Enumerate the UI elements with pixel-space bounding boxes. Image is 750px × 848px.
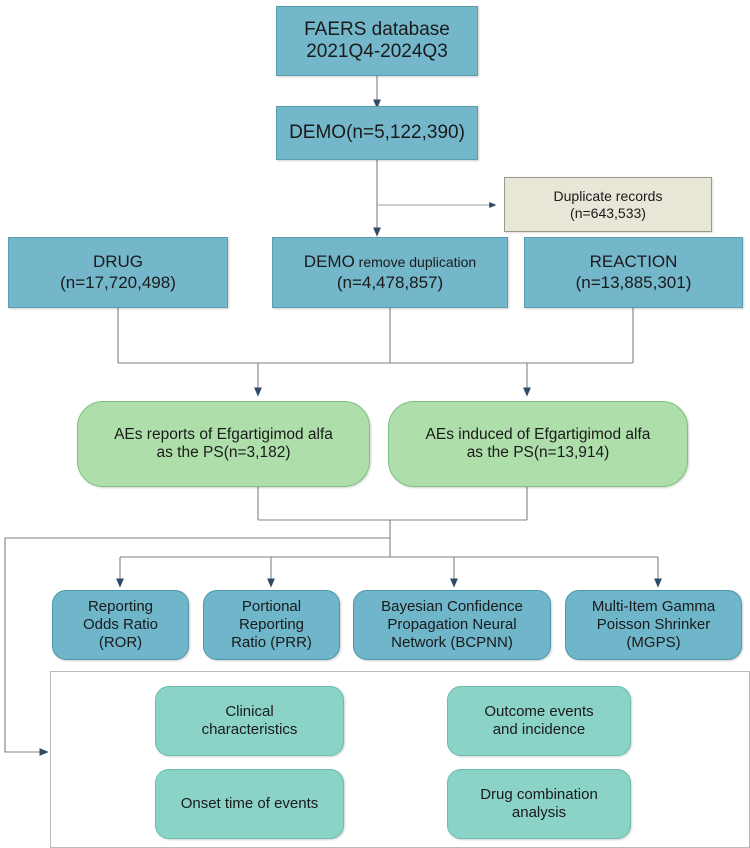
node-drug-label: DRUG (n=17,720,498) <box>9 252 227 292</box>
prr-line3: Ratio (PRR) <box>231 633 312 651</box>
ror-line2: Odds Ratio <box>82 616 159 634</box>
node-ror[interactable]: Reporting Odds Ratio (ROR) <box>52 590 189 660</box>
node-duplicate-records-label: Duplicate records (n=643,533) <box>505 188 711 221</box>
ae-induced-line1: AEs induced of Efgartigimod alfa <box>425 425 651 443</box>
mgps-line2: Poisson Shrinker <box>596 616 711 634</box>
node-demo-label: DEMO(n=5,122,390) <box>289 121 465 143</box>
drugcombo-line2: analysis <box>511 804 567 821</box>
mgps-line1: Multi-Item Gamma <box>591 598 716 616</box>
node-duplicate-records[interactable]: Duplicate records (n=643,533) <box>504 177 712 232</box>
node-ae-reports-label: AEs reports of Efgartigimod alfa as the … <box>78 426 369 463</box>
node-onset-time-label: Onset time of events <box>180 795 319 813</box>
node-onset-time[interactable]: Onset time of events <box>155 769 344 839</box>
node-reaction[interactable]: REACTION (n=13,885,301) <box>524 237 743 308</box>
node-drug-combination-label: Drug combination analysis <box>448 786 630 821</box>
reaction-line2: (n=13,885,301) <box>575 272 692 292</box>
demodedup-line1a: DEMO <box>303 252 355 272</box>
drugcombo-line1: Drug combination <box>480 786 598 804</box>
node-ae-induced[interactable]: AEs induced of Efgartigimod alfa as the … <box>388 401 688 487</box>
drug-line2: (n=17,720,498) <box>60 272 176 292</box>
bcpnn-line1: Bayesian Confidence <box>381 598 523 616</box>
ror-line1: Reporting <box>87 598 154 616</box>
demodedup-line2: (n=4,478,857) <box>336 272 444 292</box>
ror-line3: (ROR) <box>98 633 143 651</box>
ae-reports-line1: AEs reports of Efgartigimod alfa <box>114 425 333 443</box>
node-outcome-events[interactable]: Outcome events and incidence <box>447 686 631 756</box>
ae-induced-line2: as the PS(n=13,914) <box>466 444 610 461</box>
node-faers-database-label: FAERS database 2021Q4-2024Q3 <box>277 19 477 64</box>
node-outcome-events-label: Outcome events and incidence <box>448 703 630 738</box>
faers-line2: 2021Q4-2024Q3 <box>306 41 448 62</box>
node-demo[interactable]: DEMO(n=5,122,390) <box>276 106 478 160</box>
mgps-line3: (MGPS) <box>626 633 681 651</box>
node-demo-remove-duplication[interactable]: DEMO remove duplication (n=4,478,857) <box>272 237 508 308</box>
node-faers-database[interactable]: FAERS database 2021Q4-2024Q3 <box>276 6 478 76</box>
reaction-line1: REACTION <box>589 252 678 272</box>
drug-line1: DRUG <box>92 252 144 272</box>
node-ae-induced-label: AEs induced of Efgartigimod alfa as the … <box>389 426 687 463</box>
node-reaction-label: REACTION (n=13,885,301) <box>525 252 742 292</box>
bcpnn-line3: Network (BCPNN) <box>391 633 513 651</box>
node-clinical-characteristics[interactable]: Clinical characteristics <box>155 686 344 756</box>
node-bcpnn[interactable]: Bayesian Confidence Propagation Neural N… <box>353 590 551 660</box>
node-ror-label: Reporting Odds Ratio (ROR) <box>53 598 188 651</box>
bcpnn-line2: Propagation Neural <box>387 616 517 634</box>
node-drug[interactable]: DRUG (n=17,720,498) <box>8 237 228 308</box>
outcome-line1: Outcome events <box>484 703 594 721</box>
node-clinical-characteristics-label: Clinical characteristics <box>156 703 343 738</box>
duplicate-line2: (n=643,533) <box>570 204 646 221</box>
node-ae-reports[interactable]: AEs reports of Efgartigimod alfa as the … <box>77 401 370 487</box>
node-mgps-label: Multi-Item Gamma Poisson Shrinker (MGPS) <box>566 598 741 651</box>
outcome-line2: and incidence <box>492 721 586 738</box>
faers-line1: FAERS database <box>304 18 450 40</box>
clinical-line1: Clinical <box>225 703 274 721</box>
demodedup-line1b: remove duplication <box>354 254 477 271</box>
node-bcpnn-label: Bayesian Confidence Propagation Neural N… <box>354 598 550 651</box>
node-prr-label: Portional Reporting Ratio (PRR) <box>204 598 339 651</box>
duplicate-line1: Duplicate records <box>553 187 663 204</box>
prr-line2: Reporting <box>238 616 305 634</box>
clinical-line2: characteristics <box>201 721 298 738</box>
node-prr[interactable]: Portional Reporting Ratio (PRR) <box>203 590 340 660</box>
node-demo-remove-duplication-label: DEMO remove duplication (n=4,478,857) <box>273 252 507 292</box>
node-mgps[interactable]: Multi-Item Gamma Poisson Shrinker (MGPS) <box>565 590 742 660</box>
ae-reports-line2: as the PS(n=3,182) <box>156 444 291 461</box>
node-drug-combination[interactable]: Drug combination analysis <box>447 769 631 839</box>
prr-line1: Portional <box>241 598 302 616</box>
